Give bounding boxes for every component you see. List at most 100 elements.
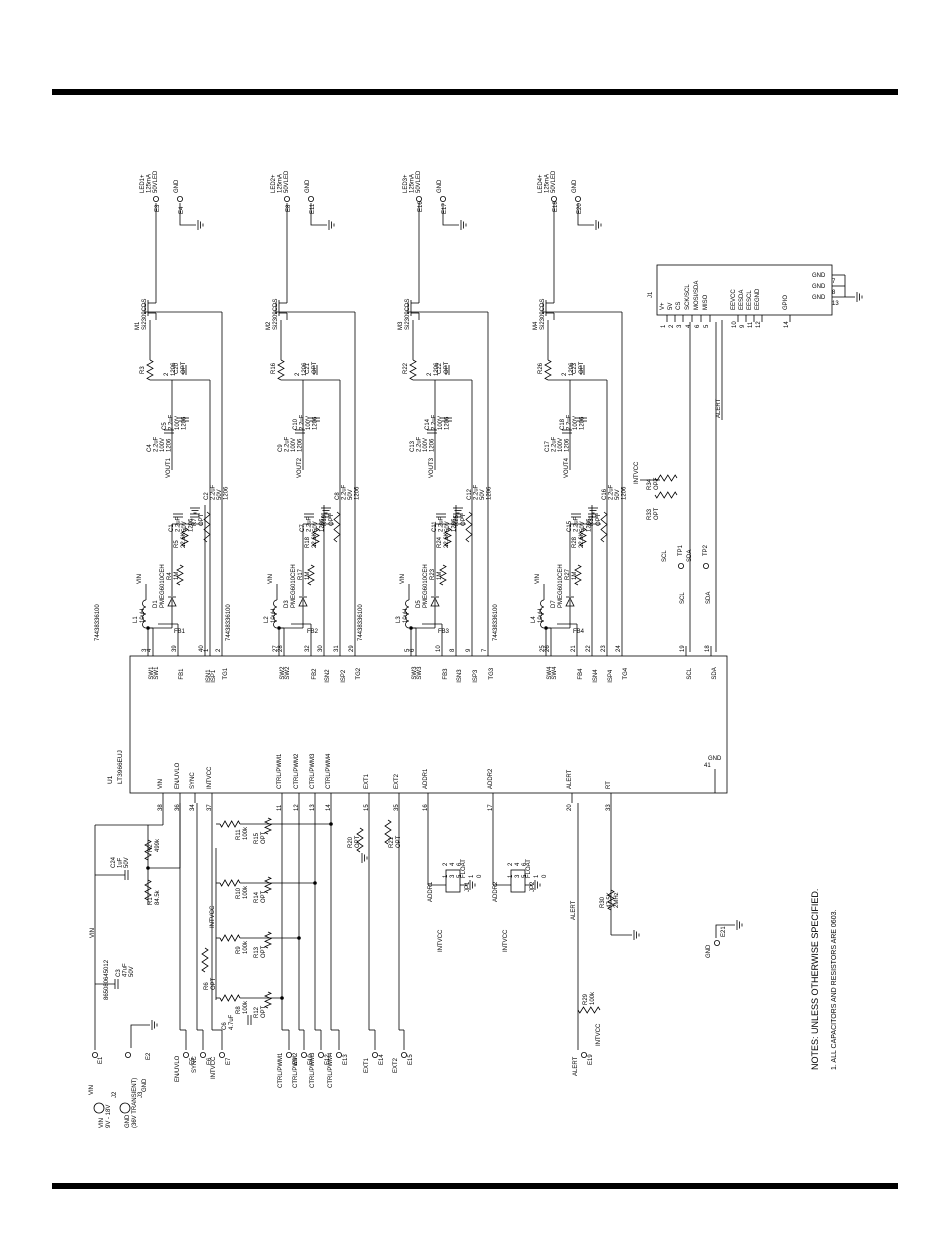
ic-pin-number: 4 [147,648,153,652]
gnd-wire [179,203,196,226]
resistor-label: 100k [243,885,249,899]
resistor-r28 [579,527,587,547]
diode-label: D1 [153,600,159,608]
inductor-label: L3 [396,616,402,623]
jumper-jp1 [445,869,461,893]
ic-gnd-label: GND [708,756,722,762]
resistor-label: R22 [403,362,409,374]
jumper-pin: 1 [508,874,514,878]
capacitor-label: C18 [560,418,566,430]
resistor-label: R27 [565,568,571,580]
vin-net-label: VIN [137,574,143,584]
capacitor-label: C1 [169,524,175,532]
connector-pin-number: 9 [740,324,746,328]
ic-pin-name: SDA [712,667,718,679]
capacitor-label: C4 [147,444,153,452]
ic-pin-number: 11 [277,804,283,811]
led-terminal-label: 50VLED [551,170,557,193]
resistor-r11 [219,820,241,828]
junction-dot [313,881,317,885]
scl-net-label: SCL [680,592,686,604]
inductor-l2 [273,599,278,629]
resistor-r21 [384,819,392,845]
intvcc-net-label: INTVCC [210,905,216,928]
resistor-label: OPT [261,1005,267,1018]
capacitor-label: 1uF [118,857,124,868]
resistor-r12 [264,991,272,1009]
mosfet-label: M3 [398,321,404,330]
inductor-label: L4 [531,616,537,623]
capacitor-label: 50V [129,966,135,977]
connector-gnd-number: 8 [832,290,836,296]
ic-pin-number: 33 [606,804,612,811]
capacitor-label: C6 [222,1022,228,1030]
capacitor-label: 1206 [580,416,586,430]
resistor-label: R25 [454,514,460,526]
ic-pin-number: 20 [567,804,573,811]
gnd-terminal-label: GND [572,179,578,193]
resistor-label: R21 [389,836,395,848]
resistor-r5 [181,527,189,547]
resistor-label: OPT [329,513,335,526]
gnd-wire [715,924,735,938]
ic-pin-name: SW3 [417,666,423,680]
resistor-label: R34 [647,478,653,490]
resistor-r18 [312,527,320,547]
ic-pin-name: ISP2 [341,669,347,683]
fb-net-label: FB2 [307,629,319,635]
capacitor-label: 1206 [452,518,458,532]
terminal-net-label: CTRL/PWM1 [278,1052,284,1088]
resistor-label: R18 [305,536,311,548]
vout-net-label: VOUT4 [564,457,570,478]
ic-pin-number: 7 [482,648,488,652]
inductor-part-number: 74438336100 [358,604,364,641]
resistor-r14 [264,876,272,894]
capacitor-label: OPT [312,361,318,374]
capacitor-label: C16 [602,488,608,500]
mosfet-label: Si2309CDS [273,299,279,330]
ic-pin-number: 37 [207,804,213,811]
gnd-wire [577,203,594,226]
connector-gnd-name: GND [812,284,826,290]
resistor-r7 [203,511,211,543]
capacitor-label: 1206 [189,518,195,532]
resistor-label: 2 [295,372,301,376]
capacitor-label: 2.2uF [211,484,217,500]
jumper-pin: 2 [508,862,514,866]
terminal-ref: E2 [146,1052,152,1060]
capacitor-label: C13 [410,440,416,452]
connector-pin-name: EESCL [747,290,753,310]
connector-j2 [93,1102,105,1114]
junction-dot [297,936,301,940]
capacitor-label: C17 [545,440,551,452]
capacitor-label: C11 [432,521,438,532]
capacitor-label: 50V [445,521,451,532]
ic-pin-number: 9 [466,648,472,652]
connector-pin-name: MISO [703,294,709,310]
ic-pin-name: SW1 [149,666,155,680]
resistor-r4 [176,564,184,586]
vin-net-label: VIN [400,574,406,584]
ic-pin-number: 36 [175,804,181,811]
capacitor-label: 50V [348,489,354,500]
terminal-ref: E19 [588,1054,594,1065]
terminal-e8 [283,195,290,202]
connector-ref: J1 [648,291,654,298]
terminal-e5 [182,1052,189,1059]
terminal-e21 [714,940,721,947]
ic-pin-name: SCL [687,667,693,679]
resistor-label: R23 [430,568,436,580]
gnd-wire [442,203,459,226]
ic-pin-number: 17 [488,804,494,811]
led-terminal-label: 50VLED [284,170,290,193]
resistor-r1 [144,879,152,901]
terminal-e6 [199,1052,206,1059]
ic-pin-number: 23 [601,645,607,652]
ic-gnd-pin-number: 41 [704,763,711,769]
jumper-pin: 4 [515,862,521,866]
connector-label: 9V - 18V [106,1105,112,1128]
ic-pin-number: 13 [310,804,316,811]
capacitor-label: OPT [444,361,450,374]
test-point-label: SCL [662,550,668,562]
terminal-ref: E21 [721,926,727,937]
